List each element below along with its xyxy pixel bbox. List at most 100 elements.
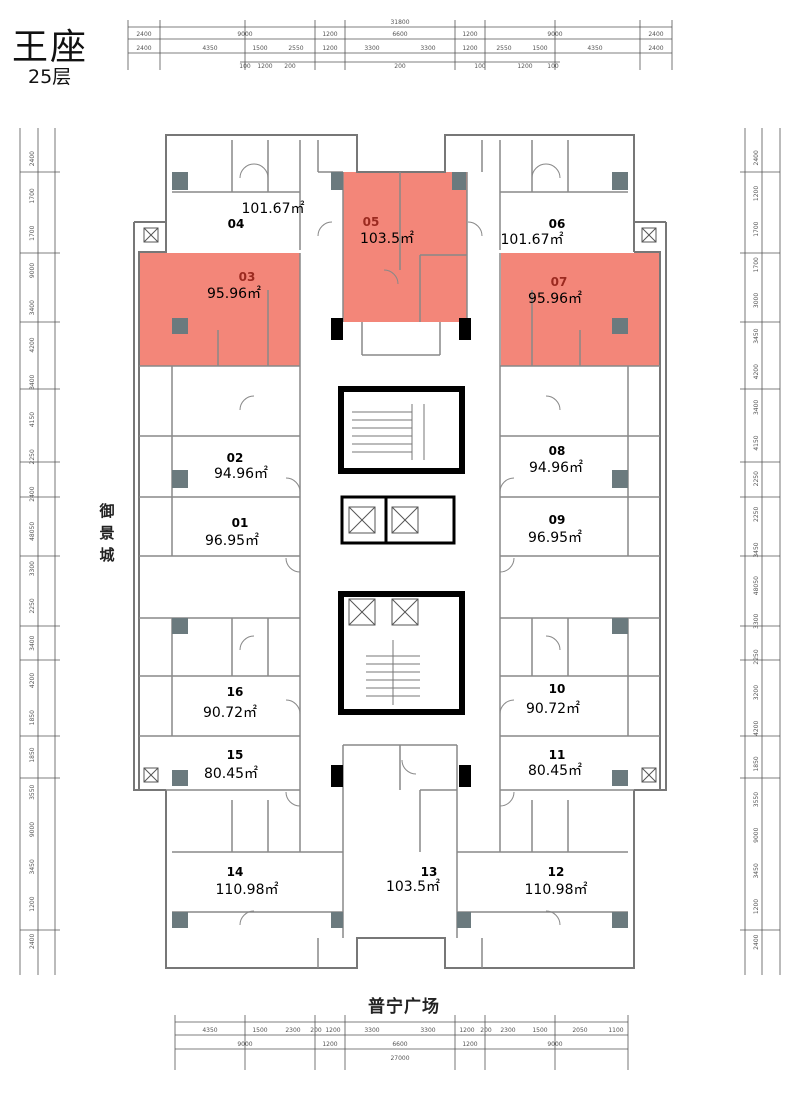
dim-bottom-r1: 1500 <box>252 1027 267 1034</box>
dim-bottom-r1: 2300 <box>285 1027 300 1034</box>
right-dimensions-label: 4150 <box>753 435 760 450</box>
dim-top-r3: 1200 <box>517 63 532 70</box>
unit-number: 03 <box>239 270 256 284</box>
left-dimensions-label: 2250 <box>29 598 36 613</box>
left-dimensions-label: 2400 <box>29 934 36 949</box>
unit-14[interactable]: 14 110.98㎡ <box>216 865 279 898</box>
dim-top-r3: 200 <box>284 63 296 70</box>
right-dimensions-label: 3400 <box>753 400 760 415</box>
unit-10[interactable]: 10 90.72㎡ <box>526 682 580 717</box>
interior-partitions <box>139 140 660 968</box>
dim-bottom-r2: 9000 <box>237 1041 252 1048</box>
right-dimensions-label: 48050 <box>753 576 760 595</box>
unit-area: 96.95㎡ <box>528 530 582 546</box>
unit-number: 12 <box>548 865 565 879</box>
left-dimensions-label: 1700 <box>29 225 36 240</box>
right-dimensions-label: 3300 <box>753 613 760 628</box>
dim-top-r3: 100 <box>239 63 251 70</box>
unit-area: 103.5㎡ <box>386 879 440 895</box>
left-dimensions-label: 3400 <box>29 300 36 315</box>
right-dimensions-label: 2250 <box>753 507 760 522</box>
unit-02[interactable]: 02 94.96㎡ <box>214 451 268 482</box>
right-dimensions-label: 9000 <box>753 827 760 842</box>
right-dimensions-label: 3450 <box>753 542 760 557</box>
unit-area: 90.72㎡ <box>526 701 580 717</box>
floor-label: 25层 <box>28 66 72 88</box>
dim-bottom-r2: 1200 <box>462 1041 477 1048</box>
unit-09[interactable]: 09 96.95㎡ <box>528 513 582 546</box>
elevator-block <box>340 495 456 545</box>
dim-top-r2: 2550 <box>496 45 511 52</box>
dim-top-r1: 6600 <box>392 31 407 38</box>
unit-number: 04 <box>228 217 245 231</box>
left-neighbor-label: 御景城 <box>99 502 115 564</box>
right-dimensions-label: 1200 <box>753 186 760 201</box>
unit-number: 14 <box>227 865 244 879</box>
unit-number: 16 <box>227 685 244 699</box>
unit-area: 94.96㎡ <box>529 460 583 476</box>
left-dimensions-label: 3400 <box>29 374 36 389</box>
right-dimensions-label: 4200 <box>753 720 760 735</box>
unit-07[interactable]: 07 95.96㎡ <box>528 275 582 307</box>
grid-ticks <box>20 20 780 1070</box>
core-columns <box>331 318 471 787</box>
left-dimensions-label: 4200 <box>29 673 36 688</box>
right-dimensions: 2400120017001700300034504200340041502250… <box>753 150 760 950</box>
dim-top-r2: 3300 <box>364 45 379 52</box>
dim-top-r3: 100 <box>547 63 559 70</box>
dim-top-r2: 1200 <box>462 45 477 52</box>
dim-bottom-r1: 1200 <box>459 1027 474 1034</box>
unit-05-highlight[interactable] <box>343 172 467 322</box>
unit-13[interactable]: 13 103.5㎡ <box>386 865 440 895</box>
unit-number: 02 <box>227 451 244 465</box>
unit-01[interactable]: 01 96.95㎡ <box>205 516 259 549</box>
unit-number: 05 <box>363 215 380 229</box>
dim-bottom-r1: 2050 <box>572 1027 587 1034</box>
left-dimensions-label: 4200 <box>29 337 36 352</box>
unit-area: 103.5㎡ <box>360 231 414 247</box>
unit-04[interactable]: 04 101.67㎡ <box>228 201 305 231</box>
unit-area: 94.96㎡ <box>214 466 268 482</box>
unit-05[interactable]: 05 103.5㎡ <box>360 215 414 247</box>
dim-top-r1: 9000 <box>237 31 252 38</box>
dim-top-r2: 1500 <box>532 45 547 52</box>
dim-bottom-r2: 6600 <box>392 1041 407 1048</box>
dim-top-r2: 2400 <box>648 45 663 52</box>
dim-bottom-r1: 200 <box>310 1027 322 1034</box>
unit-03[interactable]: 03 95.96㎡ <box>207 270 261 302</box>
bottom-dimensions: 4350 1500 2300 200 1200 3300 3300 1200 2… <box>202 1027 623 1062</box>
dim-top-r3: 100 <box>474 63 486 70</box>
dim-bottom-r1: 1200 <box>325 1027 340 1034</box>
unit-11[interactable]: 11 80.45㎡ <box>528 748 582 779</box>
unit-number: 15 <box>227 748 244 762</box>
left-dimensions-label: 2400 <box>29 151 36 166</box>
right-dimensions-label: 2400 <box>753 150 760 165</box>
left-dimensions-label: 2250 <box>29 449 36 464</box>
right-dimensions-label: 3200 <box>753 685 760 700</box>
right-dimensions-label: 3000 <box>753 293 760 308</box>
left-dimensions-label: 3450 <box>29 859 36 874</box>
unit-area: 90.72㎡ <box>203 705 257 721</box>
unit-number: 10 <box>549 682 566 696</box>
unit-08[interactable]: 08 94.96㎡ <box>529 444 583 476</box>
structural-columns <box>172 172 628 928</box>
dim-top-r1: 2400 <box>136 31 151 38</box>
unit-03-highlight[interactable] <box>139 253 300 366</box>
unit-area: 95.96㎡ <box>207 286 261 302</box>
stair-treads <box>352 404 425 705</box>
dim-top-r1: 1200 <box>322 31 337 38</box>
unit-06[interactable]: 06 101.67㎡ <box>501 217 566 248</box>
unit-number: 06 <box>549 217 566 231</box>
unit-16[interactable]: 16 90.72㎡ <box>203 685 257 721</box>
right-dimensions-label: 1850 <box>753 756 760 771</box>
unit-12[interactable]: 12 110.98㎡ <box>525 865 588 898</box>
unit-15[interactable]: 15 80.45㎡ <box>204 748 258 782</box>
right-dimensions-label: 1700 <box>753 221 760 236</box>
right-dimensions-label: 3550 <box>753 792 760 807</box>
left-dimensions-label: 1850 <box>29 747 36 762</box>
dim-bottom-r1: 1500 <box>532 1027 547 1034</box>
unit-number: 09 <box>549 513 566 527</box>
exterior-walls <box>133 134 667 969</box>
door-swings <box>239 163 561 926</box>
